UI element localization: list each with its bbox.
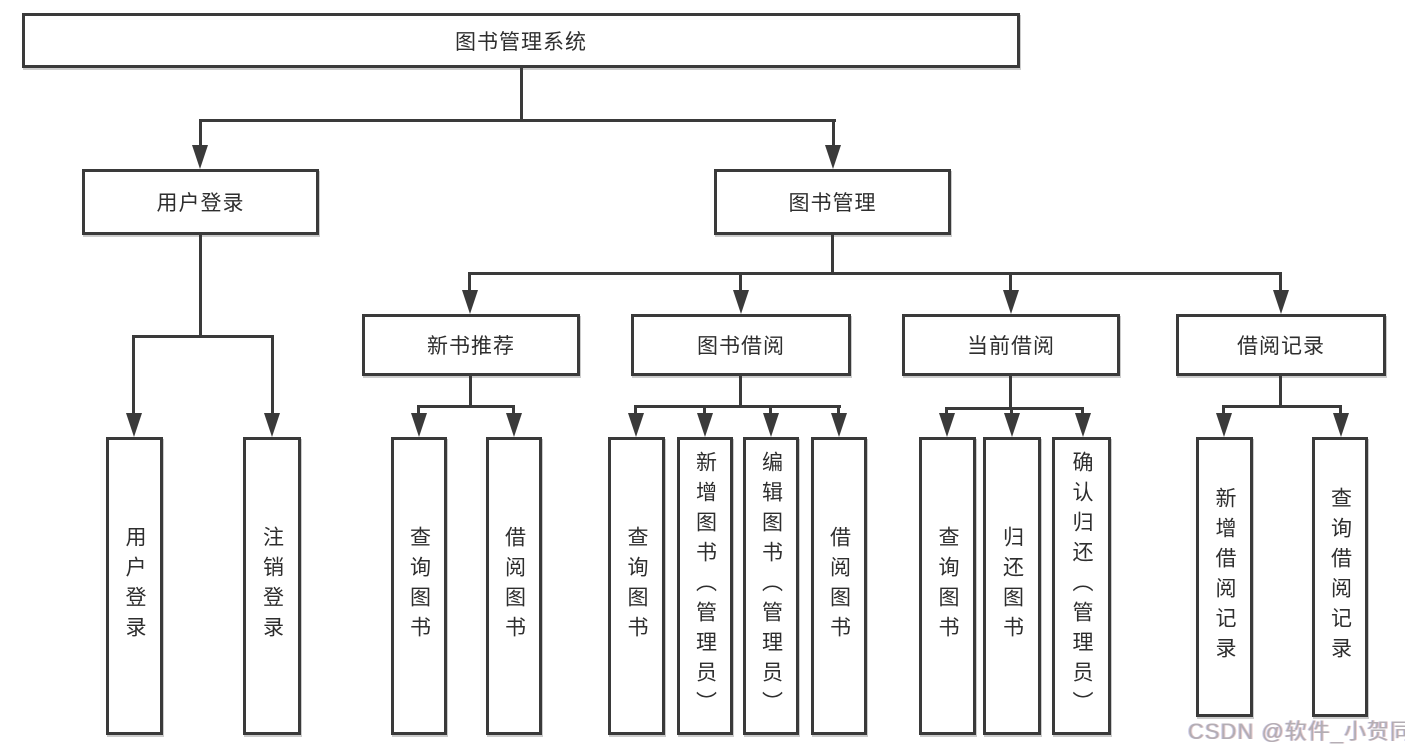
leaf-add-book-admin: 新增图书（管理员）: [677, 437, 733, 735]
arrow-down-icon: [126, 413, 142, 437]
leaf-borrow-books-borrowing: 借阅图书: [811, 437, 867, 735]
leaf-query-books-recommend: 查询图书: [391, 437, 447, 735]
connector-drop: [703, 405, 706, 417]
leaf-label: 借阅图书: [827, 526, 851, 646]
leaf-edit-book-admin: 编辑图书（管理员）: [743, 437, 799, 735]
connector-record-stem: [1279, 376, 1282, 405]
arrow-down-icon: [506, 413, 522, 437]
connector-user-hline: [132, 335, 274, 338]
leaf-label: 确认归还（管理员）: [1070, 451, 1093, 721]
node-book-borrowing: 图书借阅: [631, 314, 851, 376]
node-library-management-system: 图书管理系统: [22, 13, 1020, 68]
connector-current-hline: [945, 407, 1084, 410]
node-label: 图书借阅: [697, 335, 785, 358]
leaf-label: 查询图书: [625, 526, 648, 646]
connector-drop: [945, 407, 948, 417]
arrow-down-icon: [462, 290, 478, 314]
leaf-confirm-return-admin: 确认归还（管理员）: [1052, 437, 1111, 735]
leaf-label: 查询图书: [407, 526, 431, 646]
connector-drop: [417, 405, 420, 417]
leaf-query-borrow-record: 查询借阅记录: [1312, 437, 1368, 717]
arrow-down-icon: [939, 413, 955, 437]
leaf-query-books-current: 查询图书: [919, 437, 976, 735]
arrow-down-icon: [628, 413, 644, 437]
connector-drop: [1339, 405, 1342, 417]
connector-drop-user-login: [199, 119, 202, 149]
connector-record-hline: [1222, 405, 1342, 408]
leaf-label: 新增图书（管理员）: [693, 451, 717, 721]
arrow-down-icon: [1273, 290, 1289, 314]
node-user-login-group: 用户登录: [82, 169, 319, 235]
arrow-down-icon: [1075, 413, 1091, 437]
connector-drop: [512, 405, 515, 417]
connector-newbook-hline: [417, 405, 515, 408]
node-label: 当前借阅: [967, 335, 1055, 358]
arrow-down-icon: [192, 145, 208, 169]
connector-drop-book-management: [832, 119, 835, 149]
arrow-down-icon: [1003, 290, 1019, 314]
leaf-label: 注销登录: [260, 526, 284, 646]
leaf-return-book: 归还图书: [983, 437, 1041, 735]
connector-drop: [769, 405, 772, 417]
leaf-label: 归还图书: [1000, 526, 1024, 646]
connector-drop: [1222, 405, 1225, 417]
connector-bookmgmt-stem: [831, 235, 834, 272]
arrow-down-icon: [1216, 413, 1232, 437]
connector-current-stem: [1009, 376, 1012, 407]
connector-newbook-stem: [469, 376, 472, 405]
connector-root-stem: [520, 68, 523, 120]
leaf-add-borrow-record: 新增借阅记录: [1196, 437, 1253, 717]
node-label: 图书管理: [788, 192, 877, 215]
connector-drop-borrowing-records: [1279, 272, 1282, 294]
arrow-down-icon: [697, 413, 713, 437]
connector-drop-book-borrowing: [739, 272, 742, 294]
connector-user-stem: [199, 235, 202, 335]
arrow-down-icon: [831, 413, 847, 437]
arrow-down-icon: [733, 290, 749, 314]
node-label: 图书管理系统: [455, 30, 587, 54]
connector-borrow-stem: [739, 376, 742, 405]
node-label: 新书推荐: [427, 335, 515, 358]
connector-borrow-hline: [634, 405, 841, 408]
connector-drop-new-book: [468, 272, 471, 294]
arrow-down-icon: [825, 145, 841, 169]
connector-drop: [837, 405, 840, 417]
connector-drop-current-borrowing: [1009, 272, 1012, 294]
node-label: 借阅记录: [1237, 335, 1325, 358]
node-label: 用户登录: [156, 192, 245, 215]
node-borrowing-records: 借阅记录: [1176, 314, 1386, 376]
connector-drop-leaf-user-login: [132, 335, 135, 417]
connector-root-hline: [199, 119, 836, 122]
leaf-query-books-borrowing: 查询图书: [608, 437, 665, 735]
leaf-label: 新增借阅记录: [1213, 487, 1236, 667]
leaf-borrow-books-recommend: 借阅图书: [486, 437, 542, 735]
node-current-borrowing: 当前借阅: [902, 314, 1120, 376]
node-new-book-recommend: 新书推荐: [362, 314, 580, 376]
connector-drop-leaf-logout: [271, 335, 274, 417]
leaf-label: 查询借阅记录: [1328, 487, 1352, 667]
leaf-label: 查询图书: [936, 526, 959, 646]
arrow-down-icon: [411, 413, 427, 437]
leaf-label: 借阅图书: [502, 526, 526, 646]
leaf-logout: 注销登录: [243, 437, 301, 735]
csdn-watermark: CSDN @软件_小贺同学: [1188, 719, 1405, 744]
connector-drop: [1081, 407, 1084, 417]
connector-bookmgmt-hline: [468, 272, 1282, 275]
arrow-down-icon: [763, 413, 779, 437]
leaf-label: 编辑图书（管理员）: [759, 451, 783, 721]
node-book-management-group: 图书管理: [714, 169, 951, 235]
arrow-down-icon: [1004, 413, 1020, 437]
leaf-label: 用户登录: [123, 526, 146, 646]
arrow-down-icon: [264, 413, 280, 437]
connector-drop: [634, 405, 637, 417]
leaf-user-login: 用户登录: [106, 437, 163, 735]
arrow-down-icon: [1333, 413, 1349, 437]
connector-drop: [1010, 407, 1013, 417]
